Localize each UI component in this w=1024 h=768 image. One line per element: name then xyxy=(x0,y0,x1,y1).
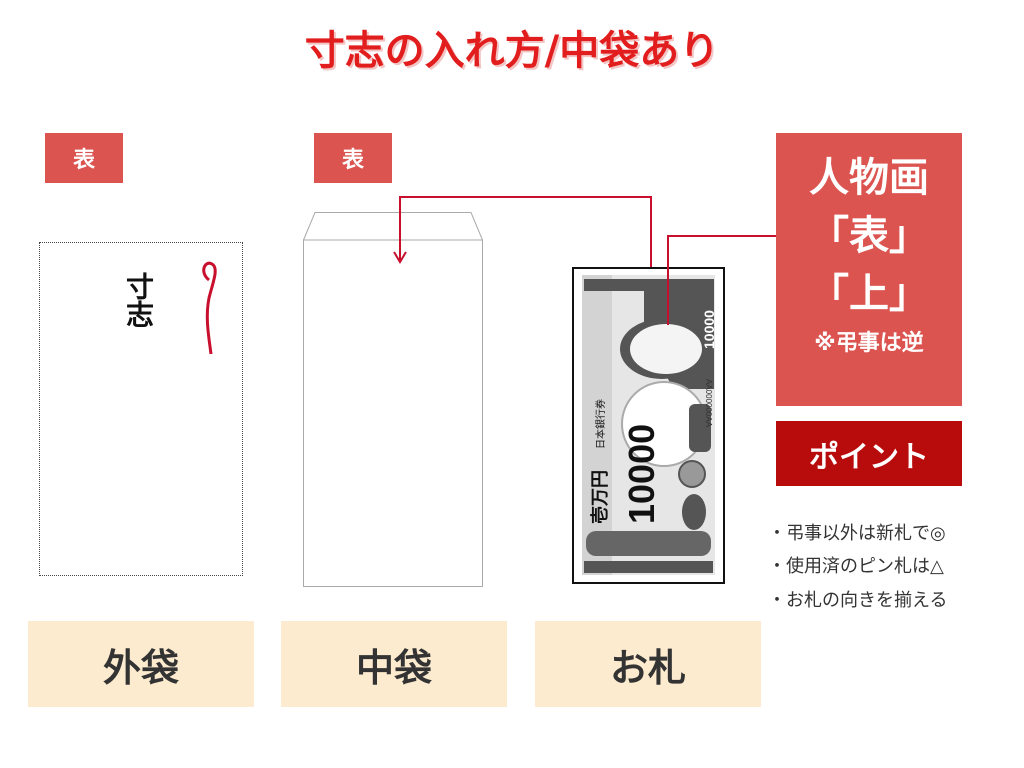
front-label-inner: 表 xyxy=(314,133,392,183)
label-banknote: お札 xyxy=(535,621,761,707)
point-heading: ポイント xyxy=(776,421,962,486)
page-title: 寸志の入れ方/中袋あり xyxy=(304,28,720,74)
point-bullet: ・弔事以外は新札で◎ xyxy=(768,523,946,544)
inner-envelope xyxy=(303,212,483,587)
label-outer-envelope: 外袋 xyxy=(28,621,254,707)
bill-kanji: 壱万円 xyxy=(589,470,611,524)
orientation-info-box: 人物画 「表」 「上」 ※弔事は逆 xyxy=(776,133,962,406)
info-line3: 「上」 xyxy=(809,271,929,317)
point-bullet: ・お札の向きを揃える xyxy=(768,590,948,611)
info-note: ※弔事は逆 xyxy=(814,331,924,356)
bill-corner-denomination: 10000 xyxy=(701,310,717,349)
envelope-inscription: 寸志 xyxy=(122,272,155,328)
bill-denomination: 10000 xyxy=(621,424,662,524)
mizuhiki-curl-icon xyxy=(202,261,217,355)
bill-serial: AA000000AA xyxy=(704,379,713,428)
banknote: 10000 10000 AA000000AA 壱万円 日本銀行券 xyxy=(572,267,725,584)
info-line2: 「表」 xyxy=(809,213,929,259)
point-bullet: ・使用済のピン札は△ xyxy=(768,556,944,577)
front-label-outer: 表 xyxy=(45,133,123,183)
outer-envelope xyxy=(39,242,243,576)
bill-bank: 日本銀行券 xyxy=(594,399,607,449)
label-inner-envelope: 中袋 xyxy=(281,621,507,707)
info-line1: 人物画 xyxy=(809,155,929,201)
arrow-down-icon xyxy=(393,251,407,264)
